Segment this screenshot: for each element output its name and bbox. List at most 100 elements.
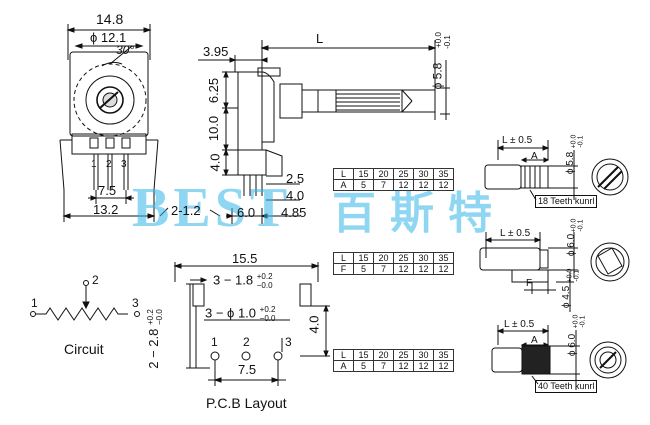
top-diameter-label: ϕ 12.1: [90, 30, 127, 45]
pcb-side-text: 2 − 2.8: [146, 328, 162, 369]
top-angle-label: 30°: [116, 43, 135, 57]
pcb-slot-up: +0.2: [256, 272, 273, 281]
table-cell: 5: [353, 263, 374, 275]
table-cell: A: [333, 179, 354, 191]
pcb-hole-text: 3 − ϕ 1.0: [205, 305, 257, 321]
table-cell: 5: [353, 360, 374, 372]
shaft3-tol: L ± 0.5: [504, 319, 535, 330]
shaft2-mark-f: F: [526, 278, 533, 289]
pin-label-3: 3: [121, 159, 127, 170]
table-cell: 25: [393, 349, 414, 361]
pcb-layout: [173, 262, 330, 386]
shaft-option-1: [484, 140, 629, 201]
shaft-dia-label: ϕ 5.8: [430, 62, 445, 90]
shaft-tol-up: +0.0: [433, 32, 443, 48]
table-cell: 7: [373, 179, 394, 191]
table-cell: 35: [433, 252, 454, 264]
top-pitch-label: 7.5: [98, 183, 117, 198]
side-v3-label: 4.0: [207, 153, 223, 172]
pcb-side-label: 2 − 2.8 +0.2 −0.0: [146, 309, 164, 369]
table-cell: 20: [373, 349, 394, 361]
table-cell: 7: [373, 360, 394, 372]
pcb-pitch-label: 7.5: [238, 362, 257, 377]
shaft1-mark: A: [531, 151, 538, 162]
shaft3-tol-dn: -0.1: [579, 315, 587, 328]
table-cell: 12: [433, 263, 454, 275]
shaft3-mark: A: [531, 335, 538, 346]
table-cell: 7: [373, 263, 394, 275]
side-d4-label: 4.85: [281, 205, 307, 220]
table-cell: 20: [373, 168, 394, 180]
shaft1-note: 18 Teeth kunrl: [535, 195, 598, 208]
table-cell: L: [333, 349, 354, 361]
watermark-chinese: 百斯特: [332, 188, 506, 239]
top-view: [59, 24, 169, 222]
table-cell: 12: [433, 360, 454, 372]
table-cell: 35: [433, 349, 454, 361]
side-length-label: L: [316, 31, 324, 46]
table-cell: 5: [353, 179, 374, 191]
table-cell: 12: [413, 179, 434, 191]
pcb-height-label: 4.0: [306, 315, 322, 334]
table-cell: 12: [393, 263, 414, 275]
table-cell: 12: [413, 263, 434, 275]
table-cell: 30: [413, 252, 434, 264]
pcb-hole-label: 3 − ϕ 1.0 +0.2 −0.0: [205, 305, 275, 323]
shaft1-tol-dn: -0.1: [577, 135, 585, 148]
table-cell: 35: [433, 168, 454, 180]
circuit-pin-3: 3: [132, 296, 139, 310]
circuit-pin-1: 1: [31, 296, 38, 310]
table-cell: A: [333, 360, 354, 372]
pcb-pin-2: 2: [243, 335, 250, 349]
pcb-caption: P.C.B Layout: [206, 395, 287, 411]
pin-label-1: 1: [91, 159, 97, 170]
table-cell: L: [333, 168, 354, 180]
side-d2-label: 4.0: [286, 188, 305, 203]
table-cell: L: [333, 252, 354, 264]
table-cell: 12: [393, 179, 414, 191]
shaft2-tol2-dn: -0.1: [573, 269, 581, 282]
shaft-option-3: [491, 325, 627, 390]
pcb-pin-3: 3: [285, 335, 292, 349]
pin-label-2: 2: [106, 159, 112, 170]
shaft-option-2: [479, 232, 630, 312]
pcb-width-label: 15.5: [232, 251, 258, 266]
table-cell: 12: [413, 360, 434, 372]
side-d3-label: 6.0: [237, 205, 256, 220]
top-width-label: 14.8: [96, 11, 124, 27]
shaft3-dia: ϕ 6.0: [567, 333, 579, 357]
shaft1-dia: ϕ 5.8: [565, 151, 577, 175]
shaft2-tol2-up: +0.0: [566, 268, 574, 283]
pcb-hole-dn: −0.0: [259, 314, 276, 323]
table-cell: 15: [353, 168, 374, 180]
table-cell: 30: [413, 349, 434, 361]
shaft-tol-dn: -0.1: [442, 35, 452, 49]
table-cell: 15: [353, 349, 374, 361]
shaft2-dia2: ϕ 4.5: [561, 285, 573, 309]
pcb-hole-up: +0.2: [259, 305, 276, 314]
table-cell: 30: [413, 168, 434, 180]
pcb-pin-1: 1: [211, 335, 218, 349]
shaft3-note: 40 Teeth kunrl: [535, 380, 598, 393]
shaft2-dia: ϕ 6.0: [566, 233, 578, 257]
table-cell: F: [333, 263, 354, 275]
side-d1-label: 2.5: [286, 171, 305, 186]
table-cell: 25: [393, 252, 414, 264]
side-v1-label: 6.25: [206, 77, 222, 104]
shaft2-tol: L ± 0.5: [500, 228, 531, 239]
watermark-latin: BEST: [132, 177, 292, 239]
top-base-label: 13.2: [93, 202, 119, 217]
pcb-slot-text: 3 − 1.8: [213, 272, 254, 288]
pcb-side-up: +0.2: [145, 309, 155, 326]
table-cell: 15: [353, 252, 374, 264]
side-pin-label: 2-1.2: [171, 203, 201, 218]
circuit-caption: Circuit: [64, 341, 104, 357]
pcb-slot-label: 3 − 1.8 +0.2 −0.0: [213, 272, 273, 290]
pcb-side-dn: −0.0: [154, 309, 164, 326]
shaft1-tol: L ± 0.5: [502, 135, 533, 146]
table-cell: 12: [393, 360, 414, 372]
